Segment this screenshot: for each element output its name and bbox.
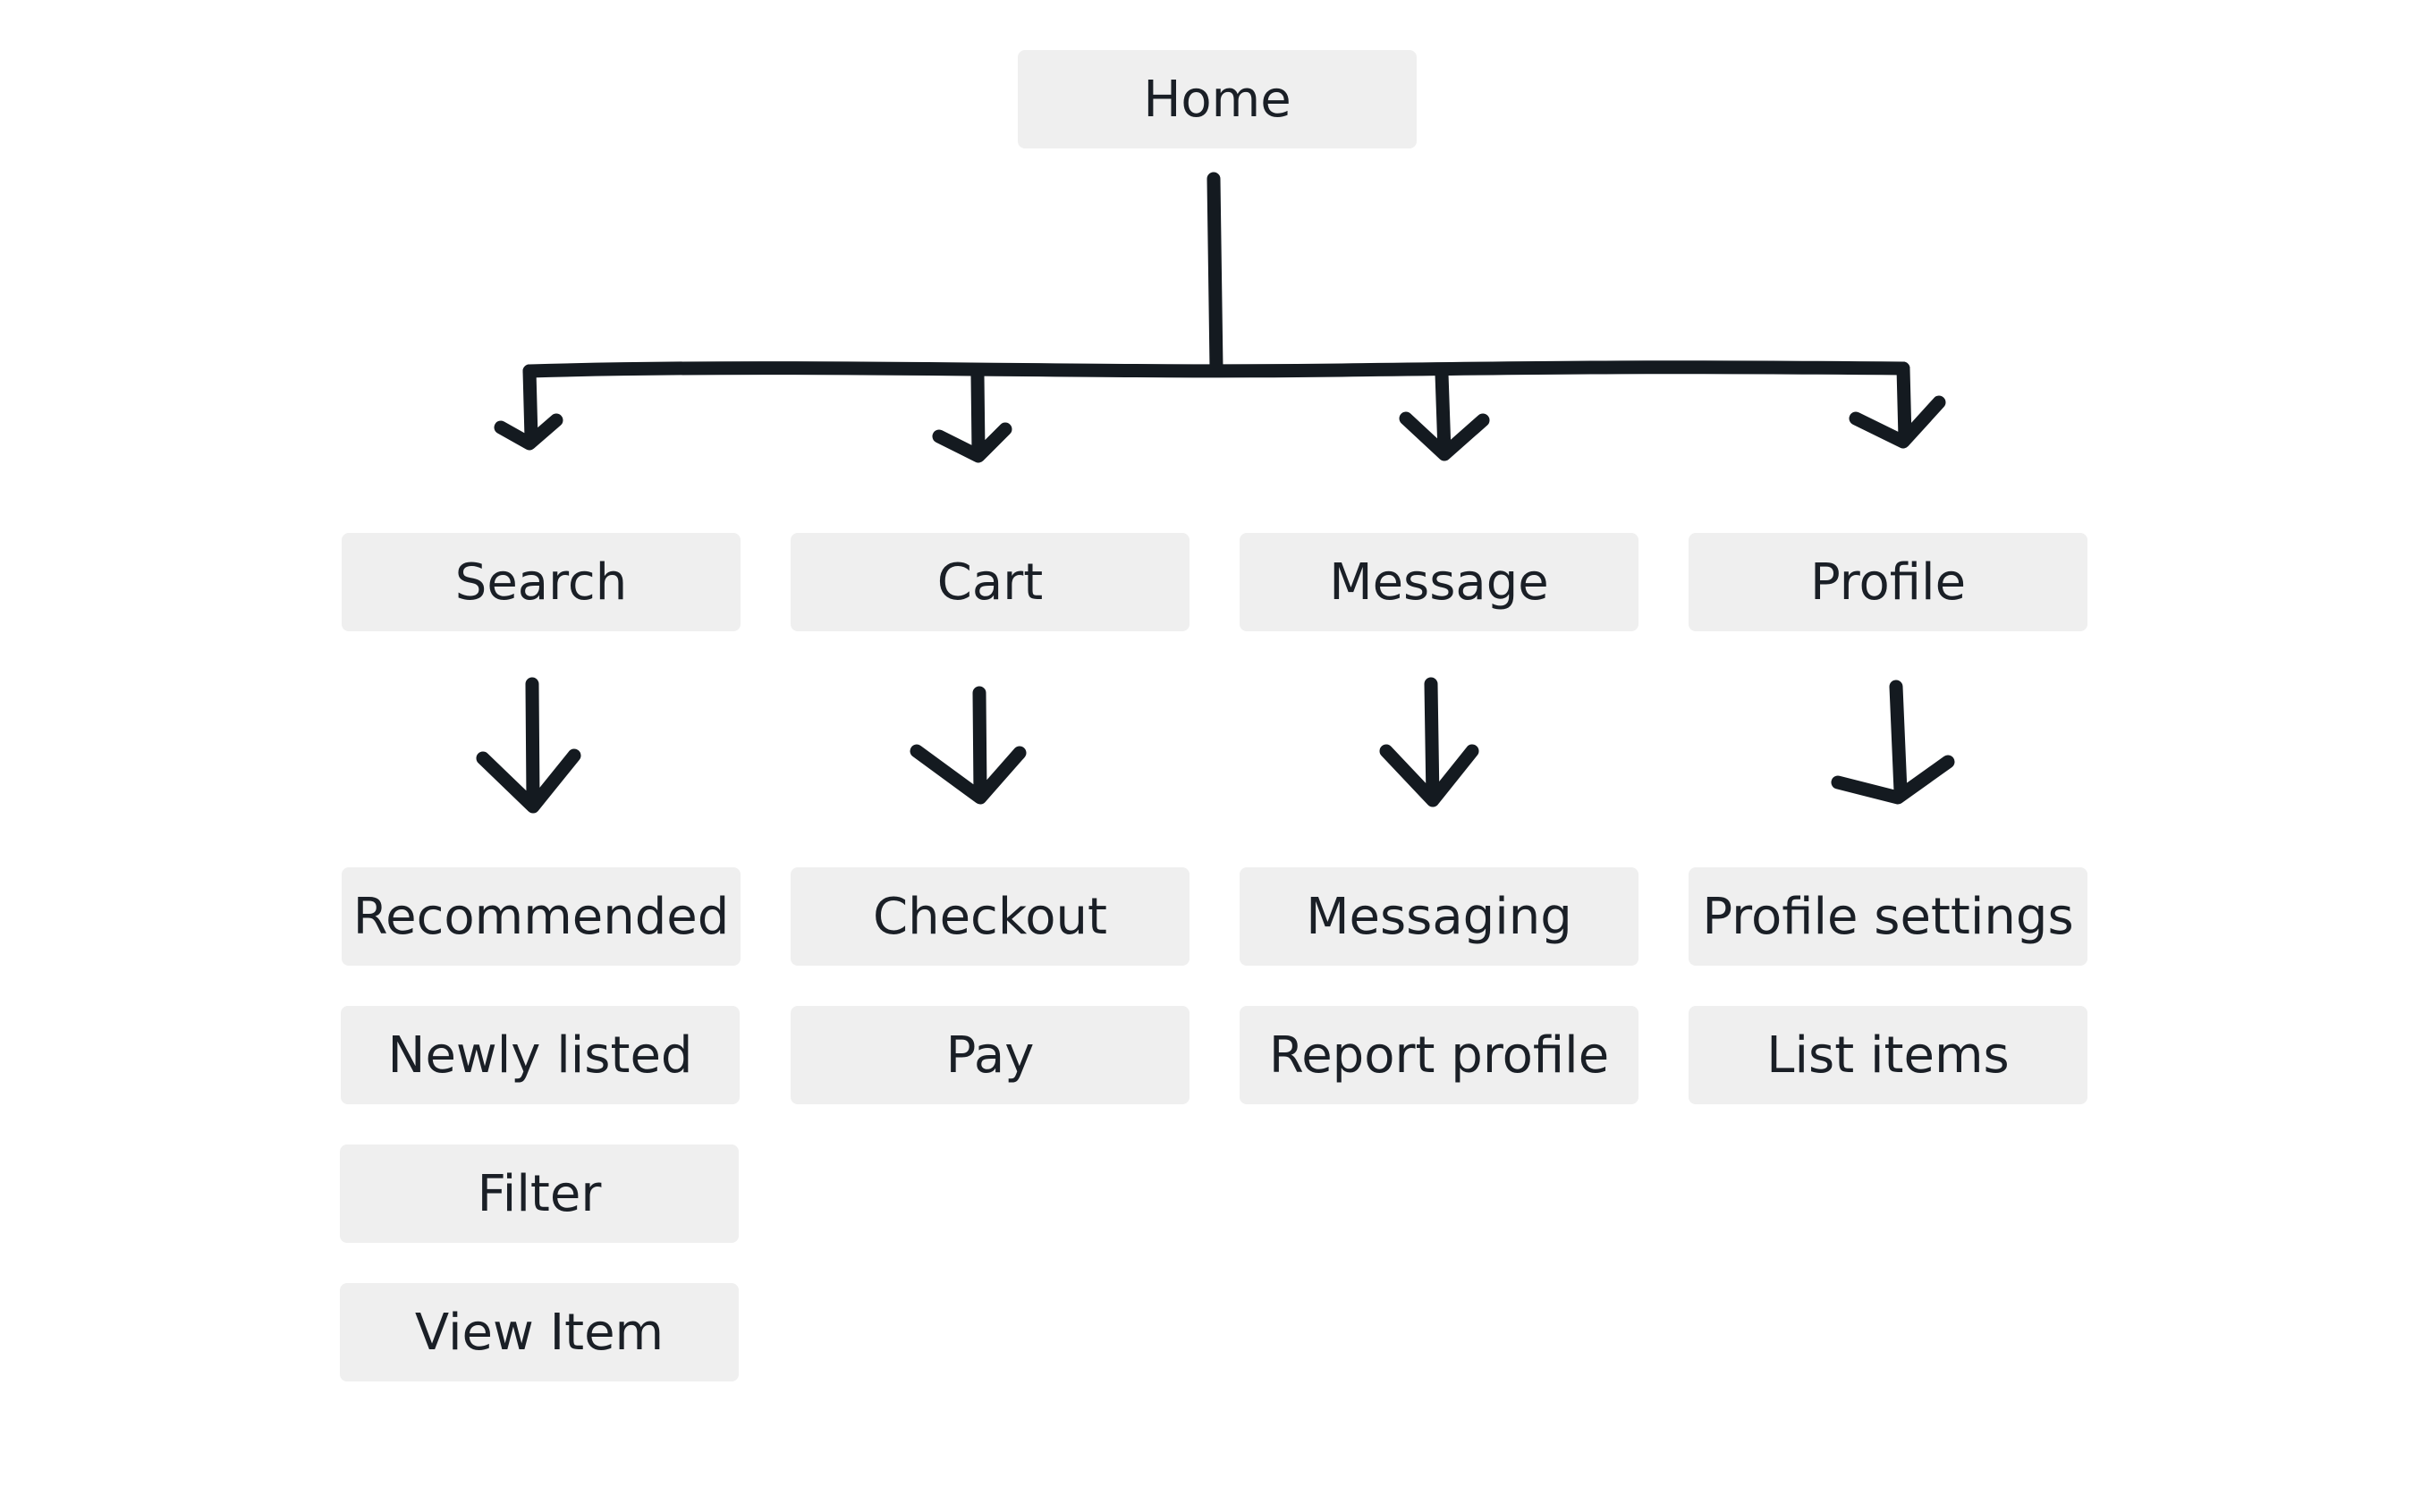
node-search: Search — [342, 533, 741, 631]
node-newly-listed-label: Newly listed — [387, 1026, 693, 1085]
node-cart: Cart — [791, 533, 1190, 631]
node-search-label: Search — [454, 553, 628, 612]
node-message: Message — [1240, 533, 1638, 631]
branch-line — [522, 360, 1910, 378]
node-message-label: Message — [1329, 553, 1549, 612]
node-home-label: Home — [1143, 70, 1291, 129]
node-recommended-label: Recommended — [352, 887, 730, 946]
arrow-message-down — [1379, 677, 1479, 807]
node-pay-label: Pay — [945, 1026, 1035, 1085]
node-view-item: View Item — [340, 1283, 739, 1381]
node-filter: Filter — [340, 1145, 739, 1243]
node-report-profile: Report profile — [1240, 1006, 1638, 1104]
node-checkout: Checkout — [791, 867, 1190, 966]
node-view-item-label: View Item — [414, 1303, 665, 1362]
arrow-to-message — [1399, 367, 1490, 461]
arrow-to-cart — [932, 368, 1012, 463]
arrow-profile-down — [1831, 680, 1955, 805]
node-cart-label: Cart — [936, 553, 1044, 612]
arrow-search-down — [476, 677, 581, 814]
home-trunk-line — [1206, 172, 1223, 376]
node-messaging: Messaging — [1240, 867, 1638, 966]
node-profile: Profile — [1689, 533, 2087, 631]
arrow-cart-down — [910, 686, 1027, 805]
arrow-to-search — [494, 364, 563, 451]
node-profile-label: Profile — [1809, 553, 1967, 612]
node-profile-settings: Profile settings — [1689, 867, 2087, 966]
node-home: Home — [1018, 50, 1417, 148]
node-list-items: List items — [1689, 1006, 2087, 1104]
node-filter-label: Filter — [477, 1164, 602, 1223]
node-checkout-label: Checkout — [873, 887, 1107, 946]
node-newly-listed: Newly listed — [341, 1006, 740, 1104]
node-profile-settings-label: Profile settings — [1702, 887, 2074, 946]
node-recommended: Recommended — [342, 867, 741, 966]
node-list-items-label: List items — [1766, 1026, 2010, 1085]
node-messaging-label: Messaging — [1306, 887, 1572, 946]
node-pay: Pay — [791, 1006, 1190, 1104]
arrow-to-profile — [1849, 361, 1946, 449]
node-report-profile-label: Report profile — [1268, 1026, 1610, 1085]
